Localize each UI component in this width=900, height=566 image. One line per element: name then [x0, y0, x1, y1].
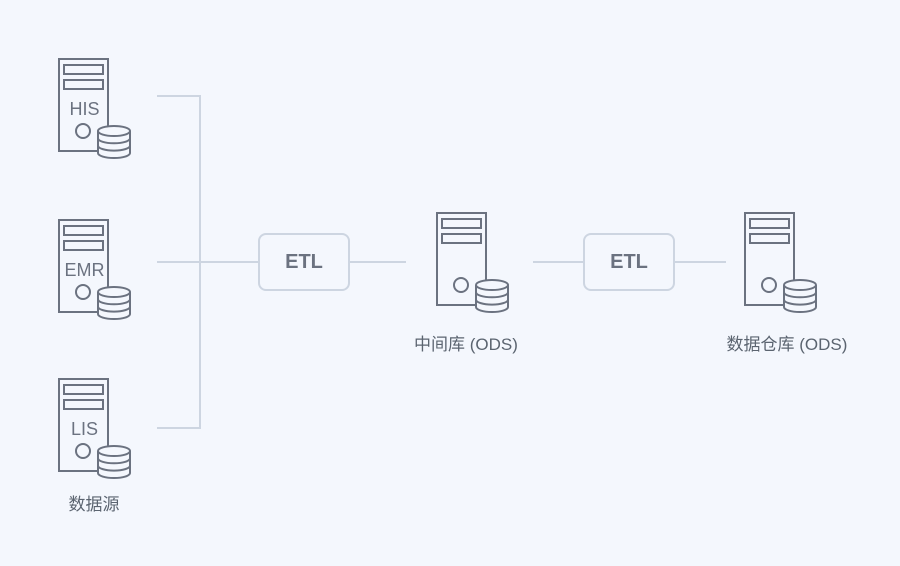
server-database-icon — [58, 219, 131, 320]
server-label: LIS — [70, 419, 99, 439]
server-database-icon — [436, 212, 509, 313]
etl-box-2: ETL — [583, 233, 675, 291]
server-label: EMR — [64, 260, 105, 280]
intermediate-ods-server — [436, 212, 516, 322]
intermediate-ods-caption: 中间库 (ODS) — [414, 335, 518, 354]
data-warehouse-caption: 数据仓库 (ODS) — [726, 335, 848, 354]
his-server: HIS — [58, 58, 138, 168]
emr-server: EMR — [58, 219, 138, 329]
sources-caption: 数据源 — [68, 495, 120, 514]
server-database-icon — [58, 378, 131, 479]
server-database-icon — [744, 212, 817, 313]
etl-box-1: ETL — [258, 233, 350, 291]
lis-server: LIS — [58, 378, 138, 488]
data-warehouse-server — [744, 212, 824, 322]
server-label: HIS — [69, 99, 100, 119]
server-database-icon — [58, 58, 131, 159]
